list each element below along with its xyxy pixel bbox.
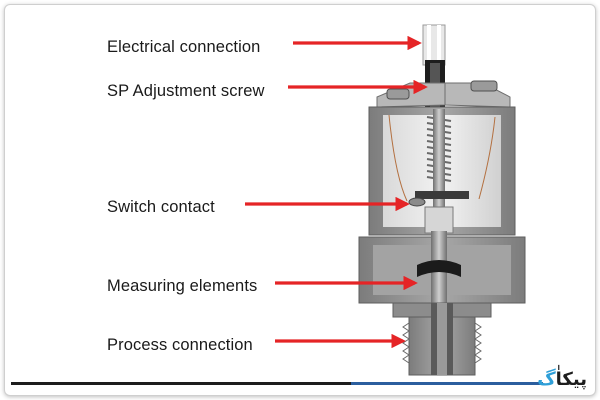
switch-contact-part bbox=[388, 114, 496, 207]
label-switch-contact: Switch contact bbox=[107, 198, 215, 216]
measuring-elements-part bbox=[358, 231, 526, 304]
footer-divider-dark bbox=[11, 382, 351, 385]
process-connection-part bbox=[392, 302, 492, 376]
footer-divider-blue bbox=[351, 382, 543, 385]
housing bbox=[368, 106, 516, 236]
pressure-switch-diagram bbox=[245, 24, 526, 376]
brand-text: پیکاٰ bbox=[555, 369, 587, 390]
diagram-frame: Electrical connection SP Adjustment scre… bbox=[4, 4, 596, 396]
label-measuring-elements: Measuring elements bbox=[107, 277, 258, 295]
label-electrical-connection: Electrical connection bbox=[107, 38, 261, 56]
pointer-arrows bbox=[245, 35, 428, 349]
brand-logo: پیکاٰگ bbox=[537, 369, 587, 390]
label-process-connection: Process connection bbox=[107, 336, 253, 354]
label-sp-adjustment-screw: SP Adjustment screw bbox=[107, 82, 265, 100]
electrical-connection-part bbox=[422, 24, 446, 66]
brand-accent: گ bbox=[537, 369, 556, 390]
sp-adjustment-screw-part bbox=[376, 60, 511, 112]
